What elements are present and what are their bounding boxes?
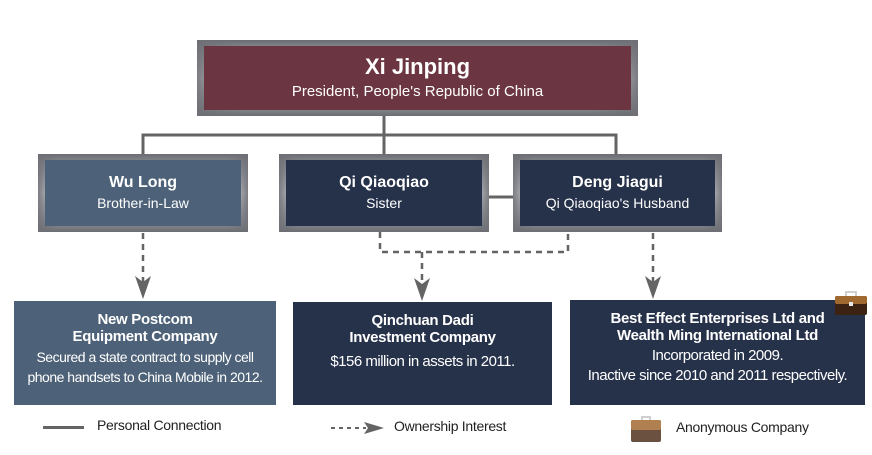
- company-name-line2: Investment Company: [349, 329, 496, 346]
- legend-personal-label: Personal Connection: [97, 417, 222, 433]
- company-name-line2: Equipment Company: [72, 328, 218, 345]
- legend-briefcase-icon: [631, 416, 661, 442]
- legend-anonymous-label: Anonymous Company: [676, 419, 809, 435]
- top-title: President, People's Republic of China: [291, 83, 544, 100]
- ownership-arrow-3: [645, 276, 661, 299]
- company-desc-line1: $156 million in assets in 2011.: [330, 353, 515, 370]
- legend-ownership-arrow-icon: [331, 422, 384, 434]
- company-name-line1: Best Effect Enterprises Ltd and: [610, 310, 825, 327]
- xi-jinping-box: Xi Jinping President, People's Republic …: [197, 40, 638, 116]
- wu-long-box: Wu Long Brother-in-Law: [38, 154, 248, 232]
- company-box-best-effect: Best Effect Enterprises Ltd and Wealth M…: [570, 300, 865, 405]
- relative-relation: Qi Qiaoqiao's Husband: [545, 195, 690, 211]
- top-name: Xi Jinping: [364, 54, 471, 79]
- relative-name: Wu Long: [108, 174, 178, 191]
- company-desc-line1: Incorporated in 2009.: [651, 347, 784, 364]
- company-box-new-postcom: New Postcom Equipment Company Secured a …: [14, 301, 276, 405]
- briefcase-icon: [835, 291, 867, 315]
- relative-relation: Sister: [366, 195, 402, 211]
- relative-name: Qi Qiaoqiao: [339, 174, 429, 191]
- qi-qiaoqiao-box: Qi Qiaoqiao Sister: [279, 154, 489, 232]
- relative-name: Deng Jiagui: [572, 174, 663, 191]
- company-box-qinchuan-dadi: Qinchuan Dadi Investment Company $156 mi…: [293, 302, 552, 405]
- company-desc-line1: Secured a state contract to supply cell: [36, 349, 254, 365]
- company-name-line1: Qinchuan Dadi: [371, 312, 474, 329]
- deng-jiagui-box: Deng Jiagui Qi Qiaoqiao's Husband: [513, 154, 722, 232]
- ownership-line-qi-deng: [378, 232, 570, 254]
- company-desc-line2: Inactive since 2010 and 2011 respectivel…: [587, 367, 848, 384]
- ownership-arrow-1: [135, 276, 151, 299]
- ownership-arrow-2: [414, 278, 430, 301]
- personal-connection-bar: [141, 133, 618, 156]
- relative-relation: Brother-in-Law: [97, 195, 189, 211]
- company-name-line1: New Postcom: [97, 311, 193, 328]
- legend: Personal Connection Ownership Interest A…: [0, 410, 872, 450]
- company-desc-line2: phone handsets to China Mobile in 2012.: [27, 369, 263, 385]
- legend-ownership-label: Ownership Interest: [394, 418, 507, 434]
- company-name-line2: Wealth Ming International Ltd: [616, 327, 818, 344]
- legend-personal-line-icon: [43, 426, 84, 429]
